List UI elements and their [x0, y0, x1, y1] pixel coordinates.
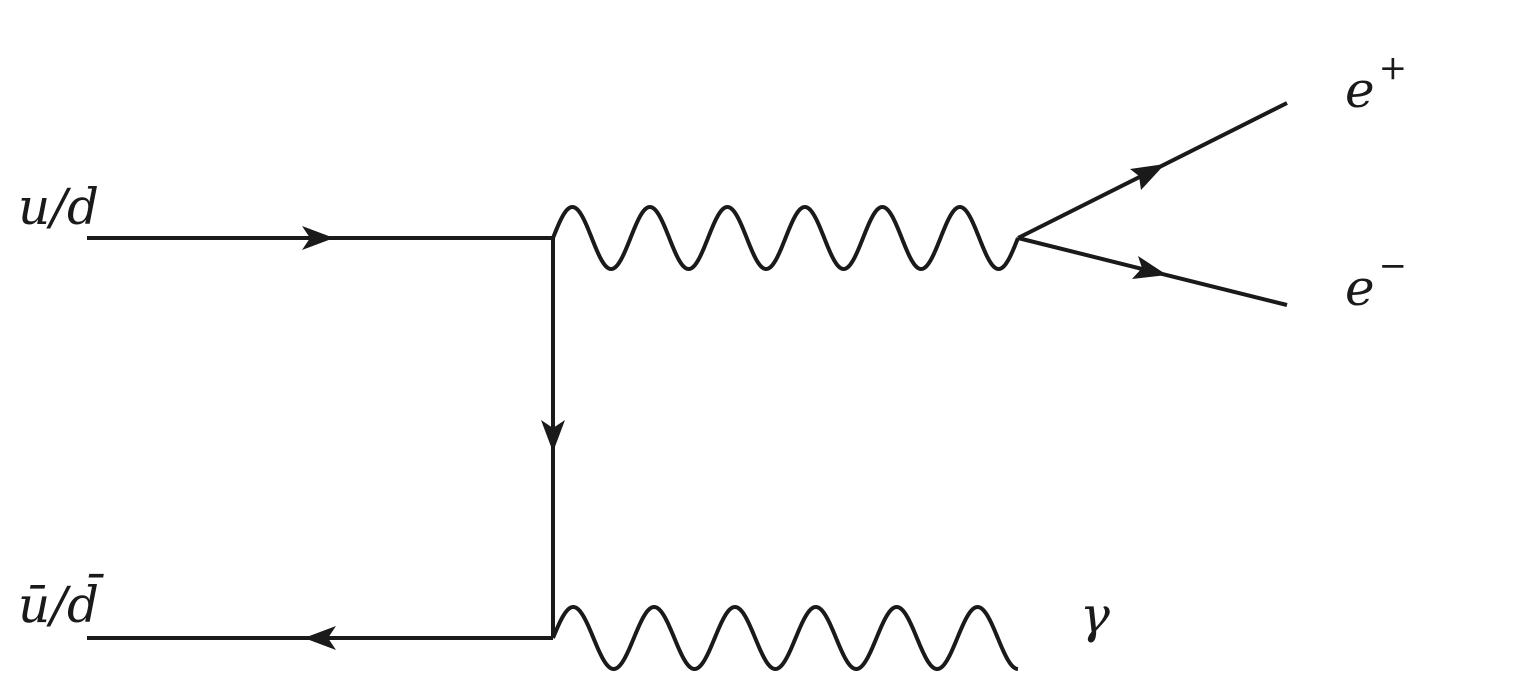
label-electron-sup: −	[1379, 246, 1408, 286]
label-photon: γ	[1080, 586, 1110, 644]
t-channel-arrow	[541, 420, 565, 452]
label-positron-base: e	[1345, 61, 1375, 119]
photon-wavy-line	[551, 605, 1020, 671]
label-positron-sup: +	[1379, 48, 1408, 88]
incoming-antiquark-arrow	[304, 626, 336, 650]
label-electron-base: e	[1345, 259, 1375, 317]
label-positron: e+	[1345, 48, 1407, 119]
label-quark-in-bottom: ū/d̄	[18, 573, 104, 634]
electron-arrow	[1132, 256, 1167, 279]
incoming-quark-arrow	[302, 226, 334, 250]
label-electron: e−	[1345, 246, 1407, 317]
positron-arrow	[1130, 164, 1165, 190]
label-quark-in-top: u/d	[18, 178, 99, 236]
virtual-boson-wavy-line	[551, 205, 1020, 271]
